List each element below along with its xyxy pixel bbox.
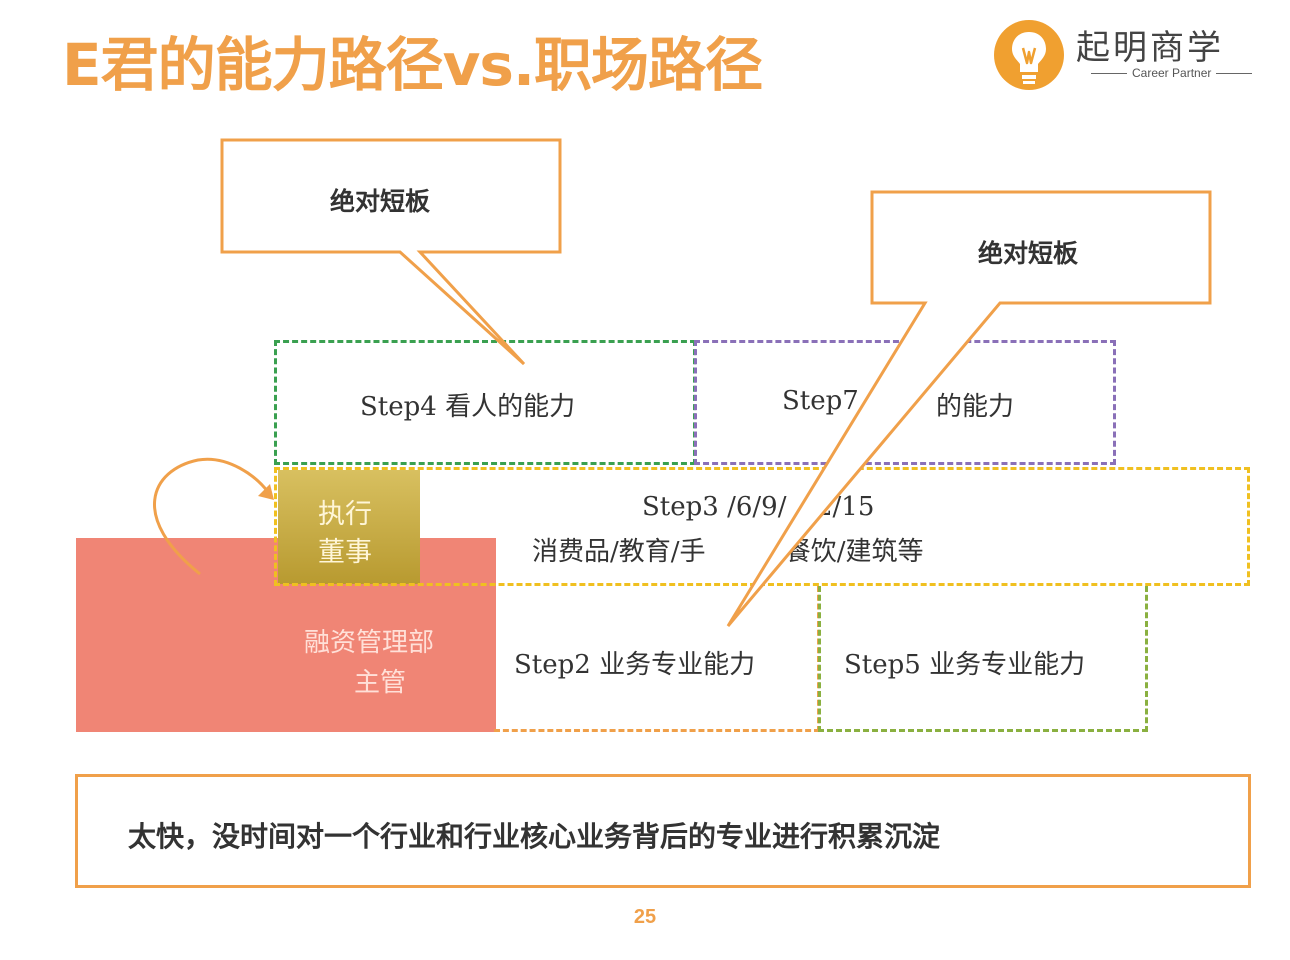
step3-label-line1: Step3 /6/9/ [642,492,787,522]
slide-title: E君的能力路径vs.职场路径 [62,31,763,99]
step7-label-right: 的能力 [936,392,1015,422]
lightbulb-icon [994,20,1064,90]
step7-label-left: Step7 [782,386,859,416]
callout-left-shape [220,138,562,366]
step5-box [818,586,1148,732]
step3-label-line2a: 消费品/教育/手 [532,537,706,567]
company-logo: 起明商学 Career Partner [990,14,1270,94]
callout-right-shape [726,190,1212,627]
step2-label: Step2 业务专业能力 [514,650,756,680]
callout-right-text: 绝对短板 [978,239,1079,268]
logo-name: 起明商学 [1076,28,1224,68]
executive-label-line1: 执行 [318,499,372,530]
page-number: 25 [633,906,657,928]
executive-block [278,470,420,584]
curved-arrow-line [153,457,270,576]
callout-left-text: 绝对短板 [330,187,431,216]
executive-label-line2: 董事 [318,537,372,568]
logo-subtitle: Career Partner [1086,66,1257,80]
step5-label: Step5 业务专业能力 [844,650,1086,680]
manager-label-line1: 融资管理部 [304,628,435,658]
curved-arrow-head [258,484,274,500]
conclusion-text: 太快，没时间对一个行业和行业核心业务背后的专业进行积累沉淀 [128,820,941,853]
step4-label: Step4 看人的能力 [360,392,576,422]
manager-label-line2: 主管 [354,668,407,698]
conclusion-box [75,774,1251,888]
